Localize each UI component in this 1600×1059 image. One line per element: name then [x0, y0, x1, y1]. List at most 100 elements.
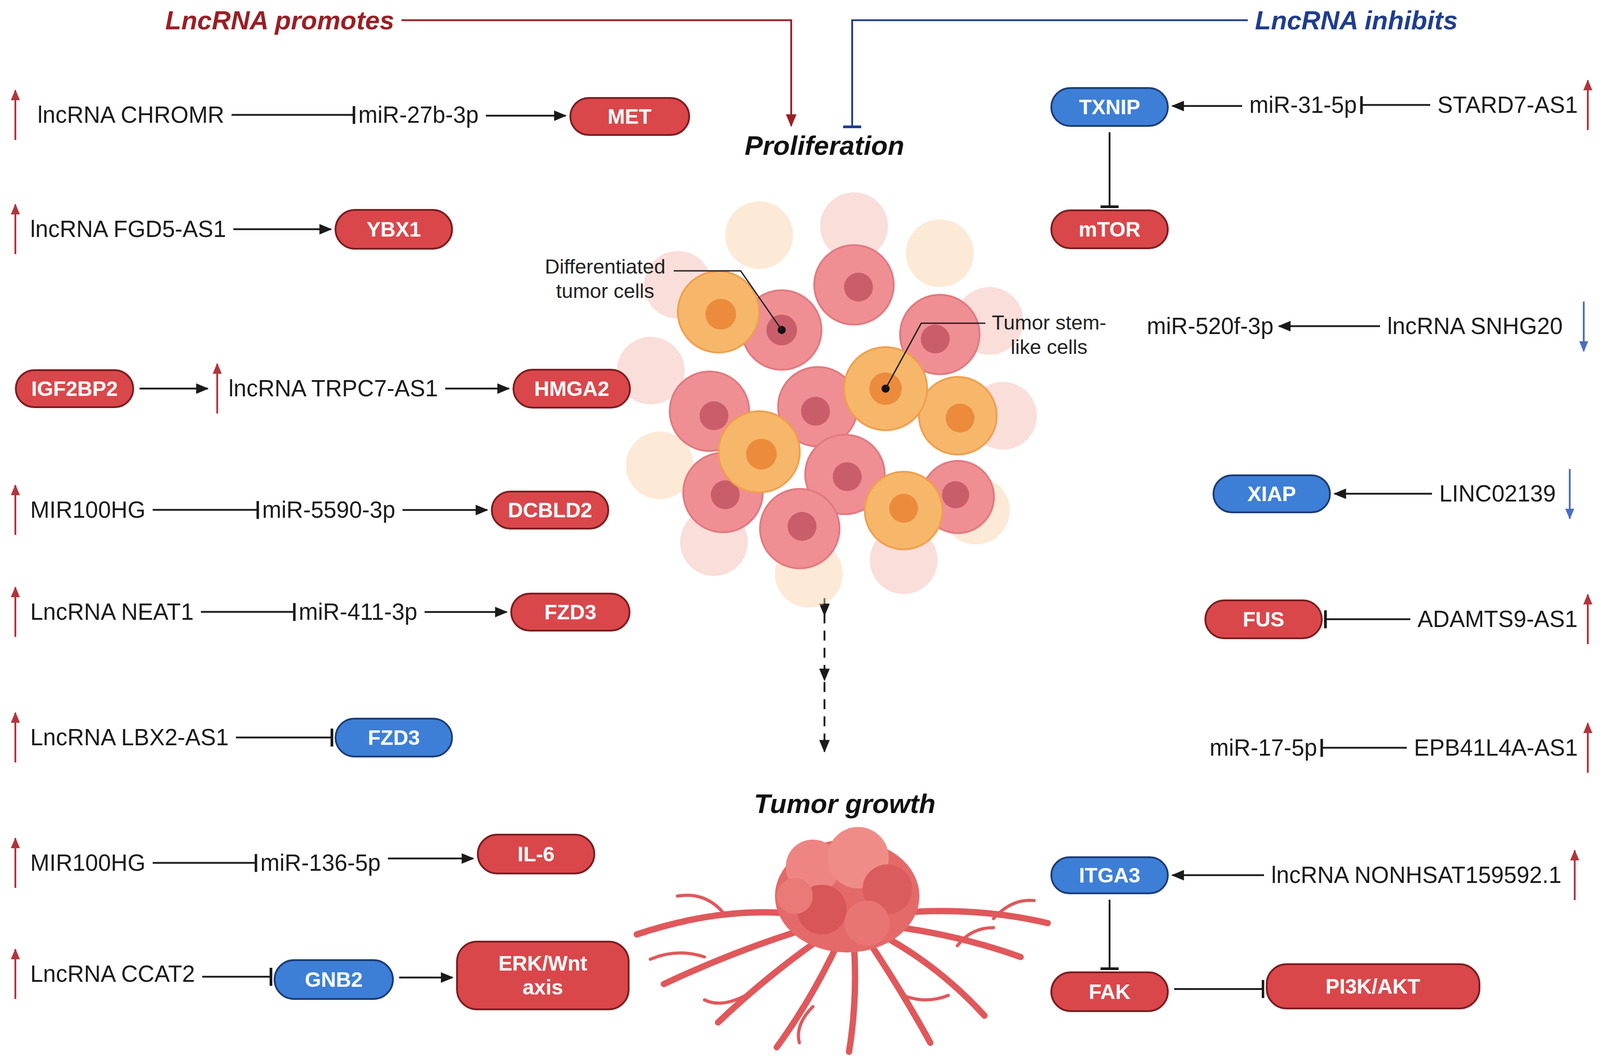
cell-nucleus: [920, 324, 950, 354]
blue-protein-pill: GNB2: [273, 959, 394, 1001]
blood-vessel: [867, 939, 931, 1044]
red-protein-pill: PI3K/AKT: [1265, 963, 1481, 1010]
gene-label: lncRNA SNHG20: [1385, 312, 1565, 341]
leader-line: [673, 270, 782, 331]
node-text: lncRNA SNHG20: [1387, 312, 1563, 341]
pill-text: GNB2: [304, 968, 363, 993]
activation-arrow: [424, 611, 507, 614]
up-regulation-arrow: [1586, 594, 1589, 645]
stem-like-cell: [864, 471, 943, 550]
node-text: STARD7-AS1: [1437, 91, 1578, 119]
gene-label: LncRNA LBX2-AS1: [28, 723, 231, 752]
red-protein-pill: FAK: [1050, 971, 1169, 1013]
inhibition-connector: [1361, 104, 1431, 107]
pill-text: IL-6: [517, 842, 555, 867]
node-text: ADAMTS9-AS1: [1417, 605, 1578, 634]
gene-label: MIR100HG: [28, 496, 148, 524]
promotes-heading: LncRNA promotes: [163, 4, 397, 37]
pill-text: IGF2BP2: [31, 377, 118, 402]
stage-heading: Proliferation: [742, 129, 906, 163]
node-text: LncRNA CCAT2: [30, 960, 196, 989]
gene-label: miR-27b-3p: [356, 101, 481, 129]
inhibition-connector: [152, 862, 256, 865]
cell-nucleus: [945, 403, 975, 433]
node-text: lncRNA FGD5-AS1: [30, 215, 227, 243]
blood-vessel: [677, 895, 723, 913]
inhibition-connector: [202, 976, 271, 979]
activation-arrow: [139, 387, 208, 390]
red-protein-pill: MET: [569, 97, 691, 136]
node-text: miR-520f-3p: [1147, 312, 1274, 341]
up-regulation-arrow: [14, 838, 17, 889]
node-text: LncRNA inhibits: [1254, 4, 1458, 37]
pill-text: ERK/Wnt axis: [486, 951, 600, 1000]
callout-label: Differentiated tumor cells: [537, 254, 673, 304]
pill-text: XIAP: [1247, 482, 1296, 507]
cell-nucleus: [889, 494, 919, 523]
node-text: miR-17-5p: [1209, 734, 1318, 762]
node-text: miR-411-3p: [298, 598, 418, 626]
node-text: lncRNA CHROMR: [37, 101, 225, 129]
gene-label: lncRNA TRPC7-AS1: [226, 374, 440, 403]
gene-label: STARD7-AS1: [1435, 91, 1580, 119]
up-regulation-arrow: [14, 90, 17, 140]
pill-text: FUS: [1242, 607, 1285, 632]
inhibition-connector: [235, 737, 332, 739]
blood-vessel: [880, 934, 985, 1017]
node-text: lncRNA NONHSAT159592.1: [1271, 861, 1562, 890]
node-text: miR-27b-3p: [358, 101, 479, 129]
red-protein-pill: IGF2BP2: [14, 369, 135, 409]
blood-vessel: [993, 900, 1035, 920]
pill-text: FAK: [1088, 980, 1131, 1005]
inhibition-connector: [1321, 747, 1407, 750]
red-protein-pill: FUS: [1204, 599, 1323, 640]
inhibition-connector: [152, 509, 258, 512]
pill-text: FZD3: [368, 726, 420, 751]
cell-nucleus: [942, 481, 970, 509]
stage-heading: Tumor growth: [752, 788, 938, 821]
node-text: miR-136-5p: [260, 849, 381, 877]
gene-label: miR-5590-3p: [260, 496, 398, 524]
pill-text: YBX1: [366, 217, 421, 242]
up-regulation-arrow: [216, 363, 219, 414]
pill-text: mTOR: [1078, 217, 1141, 242]
stem-like-cell: [677, 271, 760, 353]
blood-vessel: [776, 939, 840, 1048]
gene-label: MIR100HG: [28, 849, 148, 877]
up-regulation-arrow: [14, 949, 17, 1000]
red-protein-pill: YBX1: [334, 209, 453, 250]
red-protein-pill: DCBLD2: [490, 490, 610, 530]
pill-text: TXNIP: [1078, 95, 1140, 120]
red-protein-pill: HMGA2: [512, 368, 631, 409]
gene-label: miR-136-5p: [258, 849, 383, 877]
cell-nucleus: [787, 512, 817, 542]
faded-cell: [905, 219, 974, 288]
blood-vessel: [650, 953, 705, 960]
tumor-cell-cluster: [616, 192, 1037, 608]
gene-label: miR-17-5p: [1208, 734, 1320, 762]
activation-arrow: [445, 387, 509, 390]
gene-label: LINC02139: [1437, 480, 1558, 508]
blue-protein-pill: ITGA3: [1050, 856, 1169, 895]
up-regulation-arrow: [14, 485, 17, 536]
gene-label: ADAMTS9-AS1: [1415, 605, 1580, 634]
cell-nucleus: [832, 462, 862, 492]
activation-arrow: [402, 509, 488, 512]
activation-arrow: [485, 114, 566, 117]
pill-text: PI3K/AKT: [1325, 974, 1421, 999]
down-regulation-arrow: [1582, 301, 1585, 352]
inhibition-connector: [200, 611, 295, 614]
faded-cell: [725, 201, 794, 270]
up-regulation-arrow: [14, 204, 17, 255]
blue-protein-pill: XIAP: [1212, 474, 1331, 514]
up-regulation-arrow: [1586, 723, 1589, 774]
expression-arrows: [15, 80, 1588, 1000]
gene-label: lncRNA NONHSAT159592.1: [1269, 861, 1564, 890]
activation-arrow: [1172, 874, 1265, 877]
inhibition-connector: [852, 20, 1248, 127]
node-text: LINC02139: [1439, 480, 1556, 508]
node-text: Proliferation: [744, 129, 905, 163]
tumor-cell: [814, 245, 894, 325]
node-text: EPB41L4A-AS1: [1413, 734, 1578, 762]
